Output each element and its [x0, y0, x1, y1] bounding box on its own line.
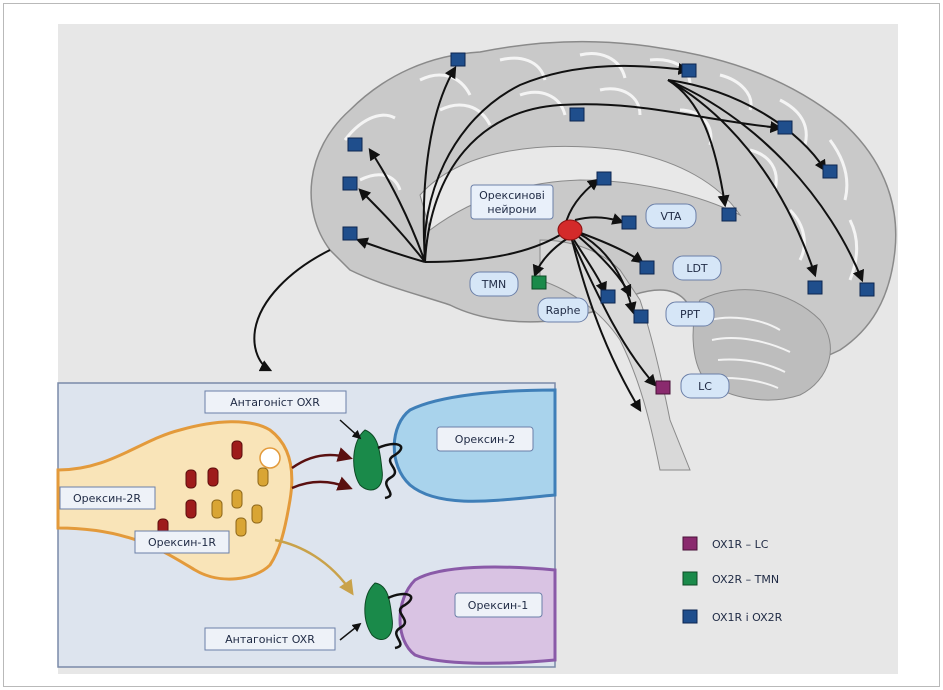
tmn-label: TMN	[481, 278, 506, 291]
synapse-inset: Антагоніст OXR Антагоніст OXR Орексин-2 …	[56, 382, 557, 668]
orexin1-vesicles	[211, 467, 269, 537]
orexin-neurons-dot	[557, 219, 583, 241]
legend: OX1R – LC OX2R – TMN OX1R і OX2R	[682, 536, 783, 624]
orexin2-label: Орексин-2	[455, 433, 515, 446]
raphe-label: Raphe	[546, 304, 581, 317]
tmn-label-box	[469, 271, 519, 297]
lc-label: LC	[698, 380, 712, 393]
antagonist-bottom-label: Антагоніст OXR	[225, 633, 315, 646]
receptor-ox1r-ox2r	[681, 63, 697, 78]
raphe-label-box	[537, 297, 589, 323]
receptor-coil-ox1	[387, 592, 413, 650]
receptor-ox1r-ox2r	[859, 282, 875, 297]
legend-label-ox1r-lc: OX1R – LC	[712, 538, 769, 551]
orexin2-label-box	[436, 426, 534, 452]
antagonist-top-label: Антагоніст OXR	[230, 396, 320, 409]
receptor-ox1r-ox2r	[721, 207, 737, 222]
orexin2r-label: Орексин-2R	[73, 492, 141, 505]
legend-swatch-ox1r-lc	[682, 536, 698, 551]
legend-swatch-ox1r-ox2r	[682, 609, 698, 624]
antagonist-bottom-label-box	[204, 627, 336, 651]
receptor-ox1r-ox2r	[639, 260, 655, 275]
ppt-label-box	[665, 301, 715, 327]
antagonist-bottom	[364, 582, 393, 640]
orexin2-vesicles	[157, 440, 243, 538]
receptor-ox1r-ox2r	[777, 120, 793, 135]
orexin-neurons-label-box	[470, 184, 554, 220]
receptor-ox1r-ox2r	[596, 171, 612, 186]
receptor-ox1r-ox2r	[633, 309, 649, 324]
ldt-label-box	[672, 255, 722, 281]
vta-label-box	[645, 203, 697, 229]
receptor-ox1r-ox2r	[621, 215, 637, 230]
orexin2r-label-box	[59, 486, 156, 510]
lc-label-box	[680, 373, 730, 399]
receptor-ox1r-ox2r	[600, 289, 616, 304]
receptor-ox1r-ox2r	[342, 176, 358, 191]
legend-label-ox2r-tmn: OX2R – TMN	[712, 573, 779, 586]
antagonist-top	[353, 429, 383, 491]
orexin1-label-box	[454, 592, 543, 618]
ppt-label: PPT	[680, 308, 700, 321]
orexin1r-label: Орексин-1R	[148, 536, 216, 549]
receptor-ox1r-ox2r	[347, 137, 363, 152]
legend-label-ox1r-ox2r: OX1R і OX2R	[712, 611, 783, 624]
receptor-markers	[342, 52, 875, 395]
receptor-ox1r-ox2r	[807, 280, 823, 295]
receptor-ox1r-ox2r	[822, 164, 838, 179]
receptor-ox1r-ox2r	[450, 52, 466, 67]
presynaptic-neuron	[56, 420, 294, 581]
orexin-neurons-label-line1: Орексинові	[479, 189, 545, 202]
antagonist-top-label-box	[204, 390, 347, 414]
receptor-coil-ox2	[377, 442, 403, 500]
receptor-ox2r-tmn	[531, 275, 547, 290]
vesicle-release	[259, 447, 281, 469]
orexin-neurons-label-line2: нейрони	[487, 203, 536, 216]
projection-arrows	[253, 63, 865, 413]
vta-label: VTA	[661, 210, 682, 223]
orexin1-label: Орексин-1	[468, 599, 528, 612]
receptor-ox1r-ox2r	[569, 107, 585, 122]
orexin1r-label-box	[134, 530, 230, 554]
legend-swatch-ox2r-tmn	[682, 571, 698, 586]
receptor-ox1r-lc	[655, 380, 671, 395]
receptor-ox1r-ox2r	[342, 226, 358, 241]
ldt-label: LDT	[686, 262, 708, 275]
brain-labels: Орексинові нейрони VTA LDT PPT LC TMN Ra…	[469, 184, 730, 399]
